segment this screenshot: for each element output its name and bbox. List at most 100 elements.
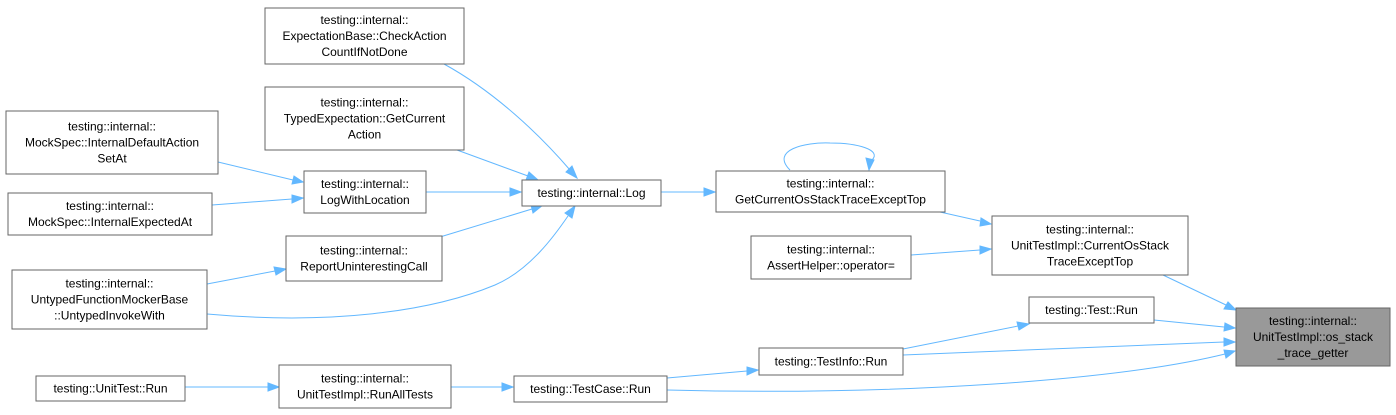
edge-arrowhead — [703, 187, 717, 197]
function-node[interactable]: testing::internal::Log — [521, 179, 662, 207]
function-node[interactable]: testing::internal::ReportUninterestingCa… — [285, 235, 443, 282]
node-label-line: MockSpec::InternalDefaultAction — [25, 136, 199, 150]
node-box[interactable] — [7, 192, 213, 236]
node-box[interactable] — [715, 170, 946, 213]
node-label-line: testing::Test::Run — [1045, 303, 1138, 317]
node-label-line: testing::internal:: — [65, 277, 153, 291]
function-node[interactable]: testing::UnitTest::Run — [35, 375, 186, 402]
edge-testcaserun-to-testinforun — [666, 370, 748, 379]
node-label-line: testing::UnitTest::Run — [53, 382, 167, 396]
edge-getcurrentos-to-currentos — [939, 211, 981, 222]
function-node[interactable]: testing::Test::Run — [1028, 296, 1155, 324]
node-label-line: _trace_getter — [1277, 346, 1349, 360]
function-node[interactable]: testing::TestInfo::Run — [758, 347, 904, 376]
node-box[interactable] — [278, 364, 452, 409]
edge-arrowhead — [979, 217, 993, 227]
edge-arrowhead — [1016, 321, 1031, 331]
node-label-line: MockSpec::InternalExpectedAt — [28, 215, 193, 229]
function-node[interactable]: testing::internal::UnitTestImpl::RunAllT… — [278, 364, 452, 409]
node-box[interactable] — [285, 235, 443, 282]
node-label-line: testing::internal:: — [1269, 314, 1357, 328]
edge-defaultaction-to-logwithlocation — [217, 161, 294, 181]
node-label-line: UnitTestImpl::RunAllTests — [297, 388, 433, 402]
function-node[interactable]: testing::internal::ExpectationBase::Chec… — [264, 7, 465, 65]
edge-arrowhead — [865, 157, 875, 172]
node-label-line: SetAt — [97, 152, 127, 166]
edge-asserthelper-to-currentos — [910, 249, 981, 256]
node-label-line: testing::internal:: — [786, 177, 874, 191]
node-label-line: Action — [348, 128, 381, 142]
node-box[interactable] — [303, 170, 427, 214]
node-label-line: GetCurrentOsStackTraceExceptTop — [735, 193, 926, 207]
node-label-line: testing::internal:: — [66, 199, 154, 213]
edge-getcurrentos-self-loop — [783, 142, 875, 171]
node-label-line: testing::internal::Log — [537, 186, 645, 200]
node-label-line: CountIfNotDone — [321, 45, 407, 59]
node-label-line: UnitTestImpl::CurrentOsStack — [1011, 239, 1170, 253]
node-box[interactable] — [11, 269, 208, 330]
edge-arrowhead — [979, 245, 993, 255]
function-node[interactable]: testing::internal::MockSpec::InternalDef… — [5, 110, 219, 175]
function-node[interactable]: testing::internal::UnitTestImpl::Current… — [991, 215, 1189, 276]
edge-getcurrentaction-to-log — [456, 149, 529, 177]
node-label-line: LogWithLocation — [320, 193, 409, 207]
node-label-line: testing::internal:: — [320, 96, 408, 110]
node-box[interactable] — [1235, 307, 1391, 367]
function-node[interactable]: testing::internal::GetCurrentOsStackTrac… — [715, 170, 946, 213]
edge-arrowhead — [746, 366, 760, 376]
node-box[interactable] — [264, 86, 465, 151]
edge-testinforun-to-root — [902, 341, 1225, 356]
node-label-line: ReportUninterestingCall — [300, 260, 427, 274]
node-box[interactable] — [5, 110, 219, 175]
function-node[interactable]: testing::internal::LogWithLocation — [303, 170, 427, 214]
node-box[interactable] — [991, 215, 1189, 276]
node-label-line: testing::internal:: — [321, 372, 409, 386]
node-label-line: testing::internal:: — [68, 120, 156, 134]
edge-arrowhead — [291, 175, 305, 185]
node-label-line: testing::TestInfo::Run — [775, 355, 888, 369]
edge-testcaserun-to-root — [666, 353, 1226, 392]
edge-testinforun-to-testrun — [902, 325, 1019, 350]
node-box[interactable] — [35, 375, 186, 402]
function-node[interactable]: testing::internal::TypedExpectation::Get… — [264, 86, 465, 151]
node-box[interactable] — [513, 375, 668, 403]
call-graph-edges — [185, 63, 1238, 392]
function-node[interactable]: testing::TestCase::Run — [513, 375, 668, 403]
edge-arrowhead — [1223, 349, 1237, 359]
edge-arrowhead — [267, 382, 281, 392]
edge-arrowhead — [509, 187, 523, 197]
edge-arrowhead — [1223, 337, 1237, 347]
edge-untypedinvoke-to-reportuninteresting — [206, 270, 276, 285]
edge-arrowhead — [1223, 322, 1237, 332]
node-label-line: testing::internal:: — [787, 243, 875, 257]
node-label-line: TypedExpectation::GetCurrent — [284, 112, 446, 126]
node-label-line: testing::internal:: — [321, 177, 409, 191]
call-graph-nodes: testing::internal::ExpectationBase::Chec… — [5, 7, 1391, 409]
function-node[interactable]: testing::internal::MockSpec::InternalExp… — [7, 192, 213, 236]
root-function-node[interactable]: testing::internal::UnitTestImpl::os_stac… — [1235, 307, 1391, 367]
edge-arrowhead — [501, 382, 515, 392]
node-label-line: TraceExceptTop — [1047, 255, 1134, 269]
edge-expectedat-to-logwithlocation — [211, 198, 293, 206]
edge-arrowhead — [525, 171, 540, 181]
node-label-line: UnitTestImpl::os_stack — [1253, 330, 1374, 344]
node-label-line: testing::internal:: — [320, 244, 408, 258]
node-label-line: testing::internal:: — [1046, 223, 1134, 237]
edge-arrowhead — [291, 194, 305, 204]
node-label-line: testing::internal:: — [320, 13, 408, 27]
node-box[interactable] — [758, 347, 904, 376]
node-box[interactable] — [1028, 296, 1155, 324]
edge-arrowhead — [564, 204, 576, 219]
edge-checkaction-to-log — [443, 63, 571, 171]
node-box[interactable] — [521, 179, 662, 207]
function-node[interactable]: testing::internal::UntypedFunctionMocker… — [11, 269, 208, 330]
function-node[interactable]: testing::internal::AssertHelper::operato… — [750, 235, 912, 280]
node-label-line: UntypedFunctionMockerBase — [31, 293, 189, 307]
node-box[interactable] — [264, 7, 465, 65]
node-label-line: testing::TestCase::Run — [530, 382, 651, 396]
edge-testrun-to-root — [1153, 319, 1225, 328]
edge-untypedinvoke-to-log — [206, 215, 569, 319]
node-label-line: AssertHelper::operator= — [767, 259, 895, 273]
node-box[interactable] — [750, 235, 912, 280]
